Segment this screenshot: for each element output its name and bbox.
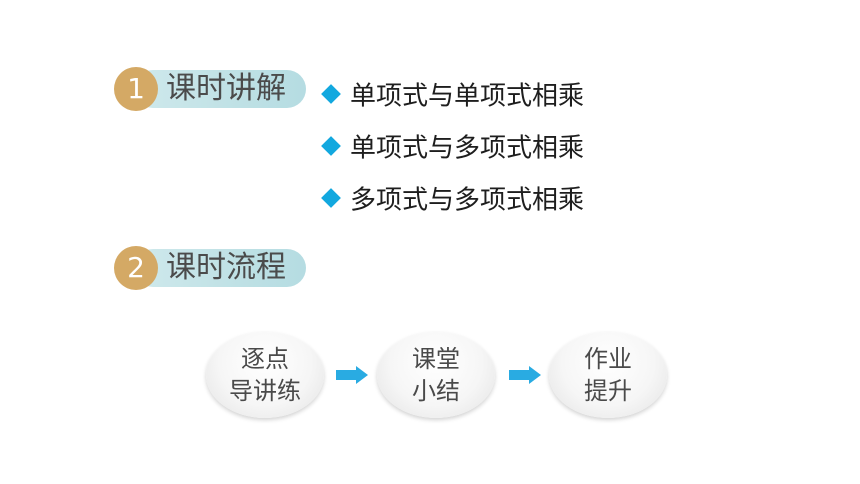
flow-step-practice: 逐点 导讲练 <box>206 332 324 418</box>
arrow-right-icon <box>336 366 368 384</box>
diamond-icon <box>321 187 341 208</box>
section-title: 课时流程 <box>166 250 286 285</box>
section-pill <box>134 70 306 108</box>
topic-item: 单项式与多项式相乘 <box>320 126 584 178</box>
diamond-icon <box>321 135 341 156</box>
flow-step-line: 提升 <box>584 377 632 405</box>
section-pill <box>134 249 306 287</box>
diamond-icon <box>321 83 341 104</box>
flow-step-homework: 作业 提升 <box>549 332 667 418</box>
flow-step-line: 作业 <box>584 345 632 373</box>
flow-step-summary: 课堂 小结 <box>377 332 495 418</box>
flow-step-line: 小结 <box>412 377 460 405</box>
arrow-right-icon <box>509 366 541 384</box>
topic-text: 单项式与单项式相乘 <box>350 81 585 112</box>
section-title: 课时讲解 <box>166 71 286 106</box>
flow-step-line: 课堂 <box>412 345 460 373</box>
topic-list: 单项式与单项式相乘 单项式与多项式相乘 多项式与多项式相乘 <box>320 74 584 230</box>
topic-text: 多项式与多项式相乘 <box>350 185 585 216</box>
topic-item: 单项式与单项式相乘 <box>320 74 584 126</box>
section-number-badge: 2 <box>114 246 158 290</box>
flow-step-line: 导讲练 <box>229 377 301 405</box>
section-number-badge: 1 <box>114 67 158 111</box>
topic-item: 多项式与多项式相乘 <box>320 178 584 230</box>
flow-step-line: 逐点 <box>241 345 289 373</box>
topic-text: 单项式与多项式相乘 <box>350 133 585 164</box>
